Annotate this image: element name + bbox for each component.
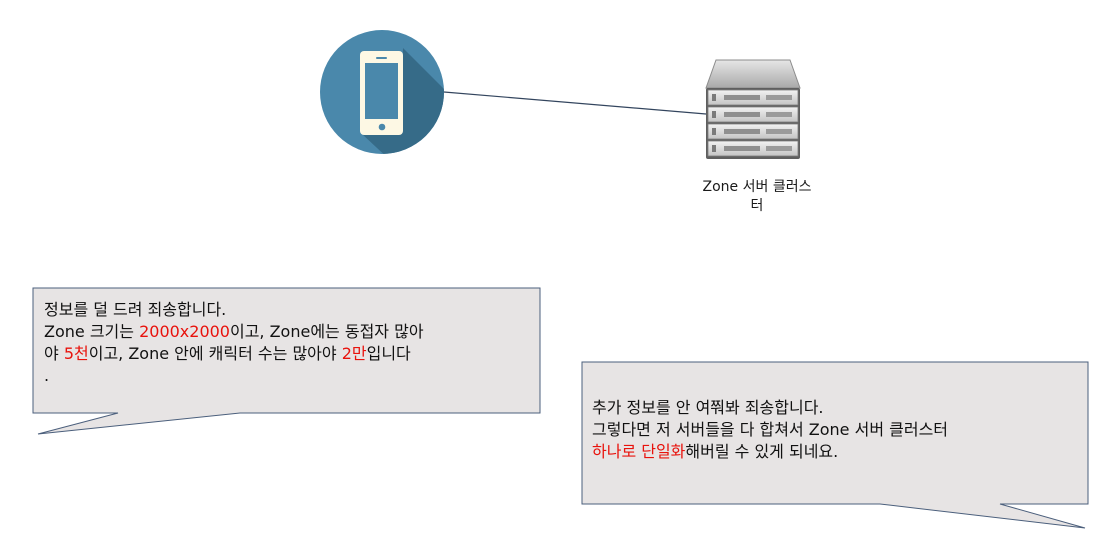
concurrent-prefix: 야: [44, 344, 64, 363]
connection-line: [443, 91, 707, 115]
callout-right-bubble: [581, 361, 1089, 529]
zone-size-prefix: Zone 크기는: [44, 322, 140, 341]
smartphone-icon: [320, 30, 444, 154]
server-label-line1: Zone 서버 클러스: [702, 179, 812, 195]
character-count-value: 2만: [341, 344, 367, 363]
unify-highlight: 하나로 단일화: [592, 442, 686, 461]
callout-left-line3: 야 5천이고, Zone 안에 캐릭터 수는 많아야 2만입니다: [44, 343, 536, 365]
zone-size-value: 2000x2000: [139, 322, 230, 341]
callout-left-line1: 정보를 덜 드려 죄송합니다.: [44, 300, 227, 319]
concurrent-users-value: 5천: [63, 344, 89, 363]
callout-left-text: 정보를 덜 드려 죄송합니다. Zone 크기는 2000x2000이고, Zo…: [44, 299, 536, 387]
callout-right-text: 추가 정보를 안 여쭤봐 죄송합니다. 그렇다면 저 서버들을 다 합쳐서 Zo…: [592, 397, 1080, 463]
callout-left-line2: Zone 크기는 2000x2000이고, Zone에는 동접자 많아: [44, 321, 536, 343]
server-rack-icon: [705, 59, 801, 159]
callout-right-line3: 하나로 단일화해버릴 수 있게 되네요.: [592, 441, 1080, 463]
callout-right-line1: 추가 정보를 안 여쭤봐 죄송합니다.: [592, 398, 824, 417]
callout-left-bubble: [32, 287, 541, 435]
zone-size-suffix: 이고, Zone에는 동접자 많아: [229, 322, 424, 341]
server-cluster-label: Zone 서버 클러스 터: [682, 178, 832, 216]
unify-suffix: 해버릴 수 있게 되네요.: [685, 442, 839, 461]
callout-left-line3-end: 입니다: [366, 344, 411, 363]
callout-left-line4: .: [44, 366, 50, 385]
server-label-line2: 터: [750, 198, 764, 214]
character-count-prefix: 이고, Zone 안에 캐릭터 수는 많아야: [88, 344, 342, 363]
callout-right-line2: 그렇다면 저 서버들을 다 합쳐서 Zone 서버 클러스터: [592, 420, 949, 439]
